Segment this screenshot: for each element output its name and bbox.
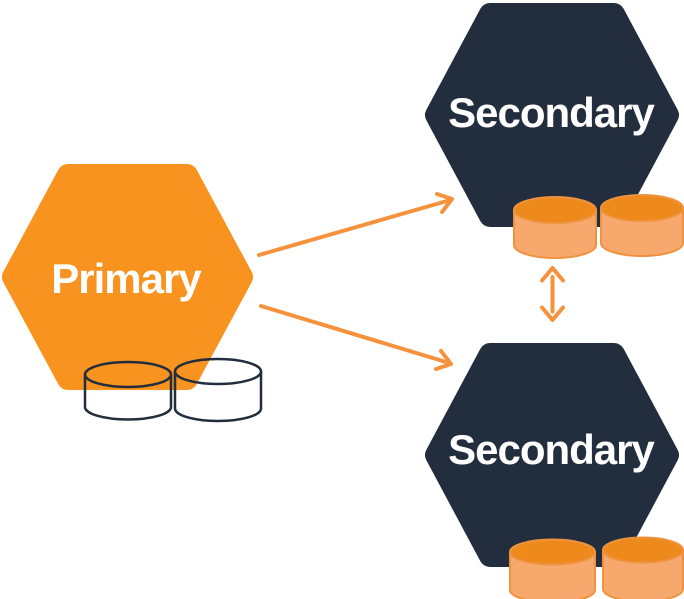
secondary-bottom-node: Secondary (425, 343, 684, 599)
replication-arrow-to-secondary-bottom (259, 304, 453, 371)
database-cylinder-icon (513, 196, 597, 259)
secondary-bottom-database-icons (509, 536, 684, 599)
secondary-top-database-icons (513, 194, 684, 259)
primary-database-icons (83, 357, 263, 423)
secondary-top-node: Secondary (425, 3, 684, 259)
secondary-bottom-node-hexagon (425, 343, 679, 567)
primary-node-label: Primary (51, 255, 202, 302)
database-cylinder-icon (509, 538, 596, 599)
secondary-bottom-node-label: Secondary (448, 426, 655, 473)
secondary-sync-double-arrow (540, 266, 565, 322)
secondary-top-node-label: Secondary (448, 89, 655, 136)
database-cylinder-icon (600, 194, 684, 257)
database-cylinder-icon (83, 360, 173, 421)
database-cylinder-icon (602, 536, 684, 599)
secondary-top-node-hexagon (425, 3, 679, 227)
primary-node: Primary (2, 164, 263, 423)
primary-node-hexagon (2, 164, 253, 390)
database-cylinder-icon (173, 357, 263, 423)
replication-arrow-to-secondary-top (257, 192, 454, 257)
arrowhead-chevron-icon (540, 305, 565, 322)
arrowhead-chevron-icon (434, 349, 453, 371)
arrowhead-chevron-icon (540, 266, 565, 283)
arrowhead-chevron-icon (435, 192, 454, 214)
